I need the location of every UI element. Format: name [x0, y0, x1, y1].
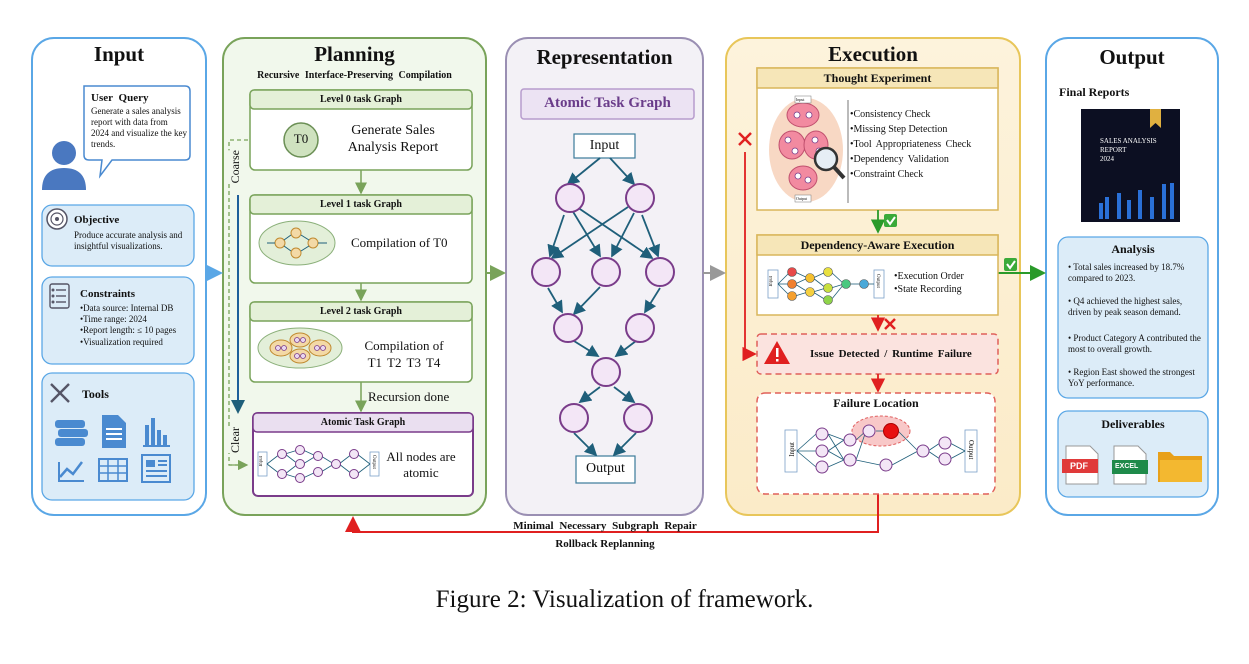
report-cover-bars [1099, 183, 1174, 219]
failure-graph [784, 415, 978, 474]
dae-item-0: •Execution Order [894, 271, 964, 282]
dae-title: Dependency-Aware Execution [800, 238, 955, 252]
deliverables-title: Deliverables [1101, 417, 1165, 431]
user-icon [52, 141, 76, 165]
check-item-2: •Tool Appropriateness Check [850, 139, 972, 150]
tools-label: Tools [82, 387, 109, 401]
level2-title: Level 2 task Graph [320, 306, 402, 317]
user-query-label: User Query [91, 92, 149, 104]
thought-output-label: Output [796, 196, 808, 201]
analysis-item-3: • Region East showed the strongest YoY p… [1068, 367, 1195, 388]
report-cover-line-1: REPORT [1100, 146, 1127, 154]
objective-text: Produce accurate analysis and insightful… [74, 230, 183, 251]
document-icon [102, 415, 126, 448]
analysis-title: Analysis [1111, 242, 1155, 256]
dae-item-1: •State Recording [894, 284, 962, 295]
failure-output-label: Output [967, 440, 975, 460]
atomic-output-label: Output [371, 455, 376, 469]
coarse-label: Coarse [228, 150, 243, 184]
report-cover-line-2: 2024 [1100, 155, 1114, 163]
check-item-3: •Dependency Validation [850, 154, 949, 165]
user-query-text: Generate a sales analysis report with da… [91, 106, 187, 149]
planning-atomic-graph [257, 445, 380, 483]
constraints-item-3: •Visualization required [80, 337, 163, 347]
analysis-item-1: • Q4 achieved the highest sales, driven … [1068, 296, 1183, 317]
input-title: Input [93, 42, 145, 66]
level1-title: Level 1 task Graph [320, 199, 402, 210]
bar-chart-icon [143, 418, 170, 447]
target-icon [46, 208, 68, 230]
failure-input-label: Input [788, 442, 796, 457]
atomic-graph-text: All nodes are atomic [386, 449, 456, 480]
magnifier-icon [813, 146, 839, 172]
check-item-1: •Missing Step Detection [850, 124, 948, 135]
planning-subtitle: Recursive Interface-Preserving Compilati… [257, 70, 452, 81]
report-cover-line-0: SALES ANALYSIS [1100, 137, 1157, 145]
representation-input: Input [589, 138, 620, 153]
level2-text2: T1 T2 T3 T4 [367, 355, 441, 370]
representation-badge: Atomic Task Graph [544, 95, 671, 111]
execution-title: Execution [828, 42, 918, 66]
analysis-item-2: • Product Category A contributed the mos… [1068, 333, 1201, 354]
figure-caption: Figure 2: Visualization of framework. [435, 586, 814, 613]
table-icon [98, 458, 128, 482]
t0-node-label: T0 [293, 131, 309, 146]
framework-diagram [31, 37, 1219, 533]
line-chart-icon [58, 461, 84, 482]
level2-text1: Compilation of [364, 338, 444, 353]
red-x-left [738, 132, 752, 146]
recursion-done-label: Recursion done [368, 389, 450, 404]
feedback-line2: Rollback Replanning [555, 538, 655, 550]
objective-label: Objective [74, 214, 120, 226]
representation-title: Representation [536, 45, 673, 69]
feedback-line1: Minimal Necessary Subgraph Repair [513, 520, 697, 532]
level0-text: Generate Sales Analysis Report [347, 123, 439, 155]
feedback-arrow [345, 492, 879, 533]
tool-icons [55, 415, 171, 483]
check-item-4: •Constraint Check [850, 169, 924, 180]
representation-output: Output [586, 461, 625, 476]
excel-icon [1112, 445, 1148, 485]
checklist-icon [49, 283, 70, 309]
issue-detected-label: Issue Detected / Runtime Failure [810, 348, 972, 360]
level1-text: Compilation of T0 [351, 235, 448, 250]
atomic-graph-title: Atomic Task Graph [320, 417, 406, 428]
check-icon-1 [884, 214, 897, 227]
folder-icon [1158, 452, 1202, 482]
analysis-item-0: • Total sales increased by 18.7% compare… [1068, 262, 1185, 283]
failure-location-title: Failure Location [833, 396, 919, 410]
final-reports-label: Final Reports [1059, 85, 1130, 99]
constraints-item-0: •Data source: Internal DB [80, 303, 174, 313]
check-icon-2 [1004, 258, 1017, 271]
planning-title: Planning [314, 42, 395, 66]
representation-nodes [531, 183, 675, 433]
tools-icon [50, 383, 70, 403]
excel-label: EXCEL [1115, 463, 1139, 470]
output-title: Output [1099, 45, 1165, 69]
dae-graph [767, 267, 885, 305]
representation-edges [547, 157, 661, 457]
constraints-item-2: •Report length: ≤ 10 pages [80, 325, 177, 335]
level0-title: Level 0 task Graph [320, 94, 402, 105]
database-icon [55, 420, 88, 446]
atomic-input-label: Input [259, 456, 264, 467]
dae-output-label: Output [875, 274, 880, 288]
constraints-label: Constraints [80, 288, 136, 300]
pdf-icon [1062, 445, 1099, 485]
thought-input-label: Input [796, 97, 805, 102]
newspaper-icon [141, 454, 171, 483]
pdf-label: PDF [1070, 461, 1088, 471]
check-item-0: •Consistency Check [850, 109, 931, 120]
clear-label: Clear [228, 427, 243, 453]
dae-input-label: Input [769, 276, 774, 287]
red-x-mid [884, 318, 896, 330]
speech-bubble [83, 85, 191, 179]
report-cover-text: SALES ANALYSIS REPORT 2024 [1100, 137, 1157, 164]
thought-experiment-title: Thought Experiment [823, 71, 932, 85]
constraints-item-1: •Time range: 2024 [80, 314, 147, 324]
